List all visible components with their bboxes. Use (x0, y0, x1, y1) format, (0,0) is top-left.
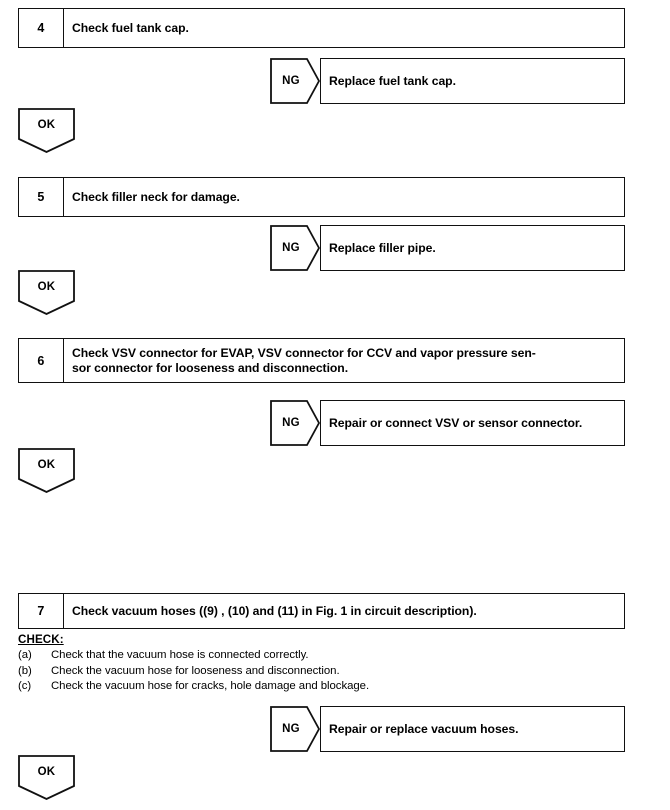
step-description-line: Check vacuum hoses ((9) , (10) and (11) … (72, 603, 477, 618)
ng-result-box-4[interactable]: Replace fuel tank cap. (320, 58, 625, 104)
ng-branch-tag-7[interactable]: NG (270, 706, 320, 752)
check-heading: CHECK: (18, 633, 64, 646)
ng-pentagon-icon (270, 225, 320, 271)
ng-pentagon-icon (270, 400, 320, 446)
step-number-6: 6 (19, 339, 64, 382)
step-description-line: sor connector for looseness and disconne… (72, 360, 349, 375)
step-box-6[interactable]: 6 Check VSV connector for EVAP, VSV conn… (18, 338, 625, 383)
step-box-5[interactable]: 5 Check filler neck for damage. (18, 177, 625, 217)
check-list-item: (c) Check the vacuum hose for cracks, ho… (18, 679, 538, 695)
check-item-marker: (b) (18, 664, 32, 677)
check-item-text: Check the vacuum hose for cracks, hole d… (51, 680, 370, 692)
step-description-7: Check vacuum hoses ((9) , (10) and (11) … (64, 594, 624, 628)
ok-pentagon-icon (18, 755, 75, 800)
step-description-4: Check fuel tank cap. (64, 9, 624, 47)
ng-result-box-6[interactable]: Repair or connect VSV or sensor connecto… (320, 400, 625, 446)
ok-branch-tag-6[interactable]: OK (18, 448, 75, 493)
ng-result-box-7[interactable]: Repair or replace vacuum hoses. (320, 706, 625, 752)
ng-branch-label-6: NG (282, 417, 300, 429)
ok-branch-tag-4[interactable]: OK (18, 108, 75, 153)
ok-pentagon-icon (18, 270, 75, 315)
step-box-7[interactable]: 7 Check vacuum hoses ((9) , (10) and (11… (18, 593, 625, 629)
ng-result-box-5[interactable]: Replace filler pipe. (320, 225, 625, 271)
ok-branch-label-7: OK (37, 766, 56, 778)
ok-branch-label-4: OK (37, 119, 56, 131)
ng-branch-label-5: NG (282, 242, 300, 254)
ng-branch-label-4: NG (282, 75, 300, 87)
ok-branch-label-6: OK (37, 459, 56, 471)
ng-branch-tag-6[interactable]: NG (270, 400, 320, 446)
step-number-4: 4 (19, 9, 64, 47)
ok-pentagon-icon (18, 448, 75, 493)
ng-branch-label-7: NG (282, 723, 300, 735)
ok-branch-tag-7[interactable]: OK (18, 755, 75, 800)
step-description-5: Check filler neck for damage. (64, 178, 624, 216)
check-instructions-block: CHECK: (a) Check that the vacuum hose is… (18, 633, 538, 695)
check-item-text: Check the vacuum hose for looseness and … (51, 664, 340, 677)
step-description-line: Check VSV connector for EVAP, VSV connec… (72, 345, 536, 360)
ng-pentagon-icon (270, 706, 320, 752)
ok-branch-tag-5[interactable]: OK (18, 270, 75, 315)
ng-branch-tag-4[interactable]: NG (270, 58, 320, 104)
step-box-4[interactable]: 4 Check fuel tank cap. (18, 8, 625, 48)
ok-branch-label-5: OK (37, 281, 56, 293)
check-item-marker: (a) (18, 649, 32, 661)
step-description-line: Check fuel tank cap. (72, 20, 189, 35)
check-item-text: Check that the vacuum hose is connected … (51, 649, 309, 661)
step-description-6: Check VSV connector for EVAP, VSV connec… (64, 339, 624, 382)
ng-branch-tag-5[interactable]: NG (270, 225, 320, 271)
check-list-item: (a) Check that the vacuum hose is connec… (18, 648, 538, 664)
ok-pentagon-icon (18, 108, 75, 153)
check-item-marker: (c) (18, 680, 32, 692)
step-number-7: 7 (19, 594, 64, 628)
step-number-5: 5 (19, 178, 64, 216)
step-description-line: Check filler neck for damage. (72, 189, 240, 204)
check-list-item: (b) Check the vacuum hose for looseness … (18, 664, 538, 680)
ng-pentagon-icon (270, 58, 320, 104)
